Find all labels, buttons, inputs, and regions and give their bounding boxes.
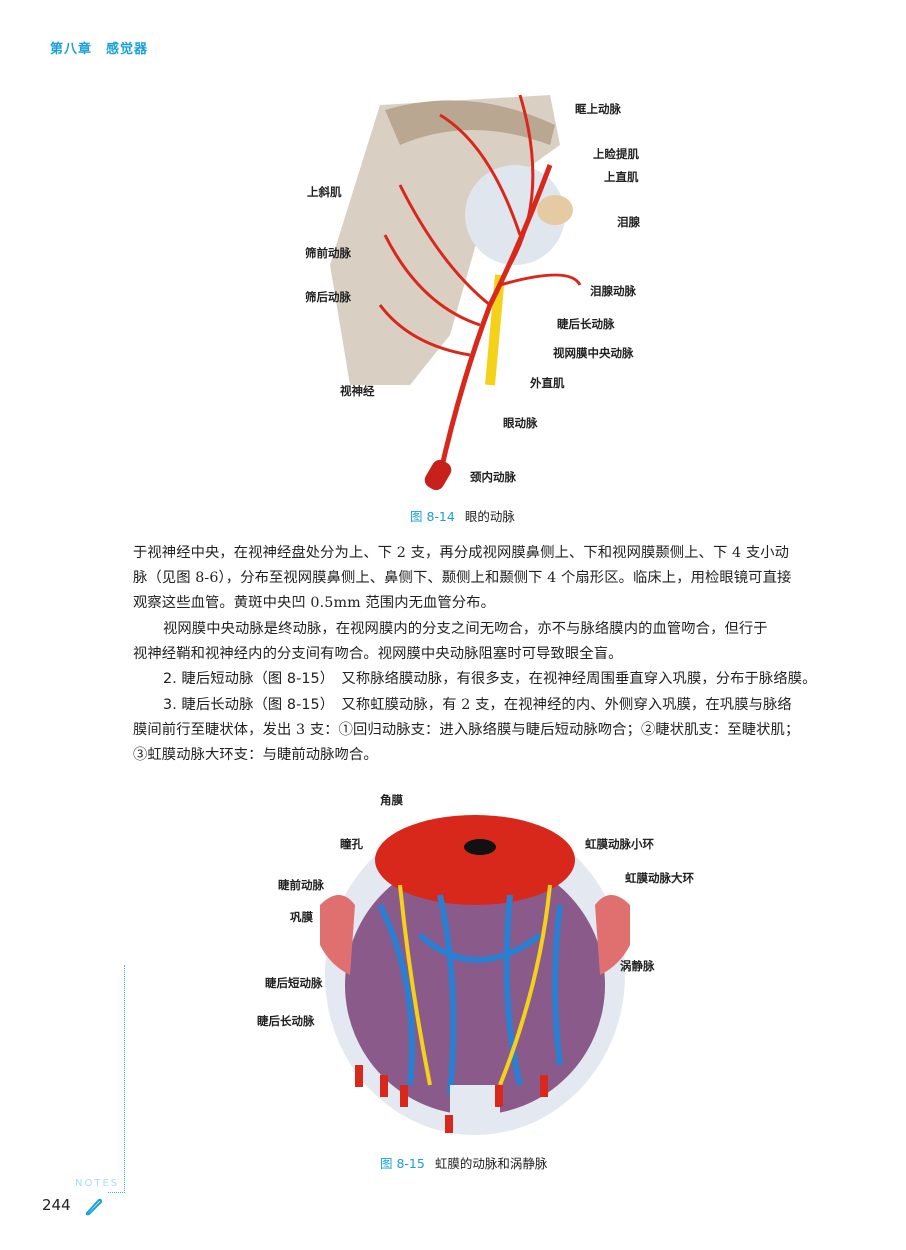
body-line: 观察这些血管。黄斑中央凹 0.5mm 范围内无血管分布。 xyxy=(133,595,495,611)
label-long-posterior-ciliary: 睫后长动脉 xyxy=(257,1014,315,1028)
label-lateral-rectus: 外直肌 xyxy=(530,376,565,390)
figure-number: 图 8-14 xyxy=(410,509,455,524)
section-heading: 3. 睫后长动脉（图 8-15） xyxy=(163,697,328,713)
pencil-icon xyxy=(85,1198,103,1216)
chapter-header: 第八章 感觉器 xyxy=(50,42,149,57)
section-text: 又称脉络膜动脉，有很多支，在视神经周围垂直穿入巩膜，分布于脉络膜。 xyxy=(341,671,817,687)
label-cornea: 角膜 xyxy=(380,793,403,807)
label-minor-arterial-circle: 虹膜动脉小环 xyxy=(585,837,654,851)
section-2: 2. 睫后短动脉（图 8-15） 又称脉络膜动脉，有很多支，在视神经周围垂直穿入… xyxy=(163,667,817,688)
notes-label: NOTES xyxy=(75,1178,120,1189)
figure-caption: 图 8-14 眼的动脉 xyxy=(410,506,515,525)
label-optic-nerve: 视神经 xyxy=(340,384,375,398)
section-3: 3. 睫后长动脉（图 8-15） 又称虹膜动脉，有 2 支，在视神经的内、外侧穿… xyxy=(163,693,792,714)
body-line: 视网膜中央动脉是终动脉，在视网膜内的分支之间无吻合，亦不与脉络膜内的血管吻合，但… xyxy=(163,621,768,637)
body-line: 膜间前行至睫状体，发出 3 支：①回归动脉支：进入脉络膜与睫后短动脉吻合；②睫状… xyxy=(133,722,800,738)
label-anterior-ciliary-artery: 睫前动脉 xyxy=(278,878,324,892)
label-ophthalmic-artery: 眼动脉 xyxy=(503,416,538,430)
figure-title: 眼的动脉 xyxy=(464,509,515,524)
section-heading: 2. 睫后短动脉（图 8-15） xyxy=(163,671,328,687)
section-text: 又称虹膜动脉，有 2 支，在视神经的内、外侧穿入巩膜，在巩膜与脉络 xyxy=(341,697,792,713)
notes-margin-line xyxy=(108,1192,125,1193)
iris-arteries-illustration xyxy=(320,815,630,1135)
body-line: 脉（见图 8-6），分布至视网膜鼻侧上、鼻侧下、颞侧上和颞侧下 4 个扇形区。临… xyxy=(133,570,792,586)
label-supraorbital-artery: 眶上动脉 xyxy=(575,102,621,116)
label-central-retinal-artery: 视网膜中央动脉 xyxy=(553,346,634,360)
label-vorticose-vein: 涡静脉 xyxy=(620,959,655,973)
body-line: 于视神经中央，在视神经盘处分为上、下 2 支，再分成视网膜鼻侧上、下和视网膜颞侧… xyxy=(133,545,790,561)
label-superior-rectus: 上直肌 xyxy=(604,170,639,184)
body-line: ③虹膜动脉大环支：与睫前动脉吻合。 xyxy=(133,747,378,763)
label-posterior-ethmoidal: 筛后动脉 xyxy=(305,290,351,304)
label-levator: 上睑提肌 xyxy=(593,147,639,161)
eye-arteries-illustration xyxy=(330,94,582,491)
label-superior-oblique: 上斜肌 xyxy=(307,185,342,199)
label-sclera: 巩膜 xyxy=(290,910,313,924)
page-number: 244 xyxy=(42,1196,71,1214)
label-short-posterior-ciliary: 睫后短动脉 xyxy=(265,976,323,990)
label-anterior-ethmoidal: 筛前动脉 xyxy=(305,246,351,260)
figure-title: 虹膜的动脉和涡静脉 xyxy=(434,1156,548,1171)
label-internal-carotid: 颈内动脉 xyxy=(470,470,516,484)
body-line: 视神经鞘和视神经内的分支间有吻合。视网膜中央动脉阻塞时可导致眼全盲。 xyxy=(133,646,623,662)
label-lacrimal-artery: 泪腺动脉 xyxy=(590,284,636,298)
label-pupil: 瞳孔 xyxy=(340,837,363,851)
notes-margin-line xyxy=(124,965,125,1193)
label-major-arterial-circle: 虹膜动脉大环 xyxy=(625,871,694,885)
label-long-posterior-ciliary: 睫后长动脉 xyxy=(557,317,615,331)
figure-caption: 图 8-15 虹膜的动脉和涡静脉 xyxy=(380,1153,547,1172)
figure-number: 图 8-15 xyxy=(380,1156,425,1171)
label-lacrimal-gland: 泪腺 xyxy=(617,215,640,229)
